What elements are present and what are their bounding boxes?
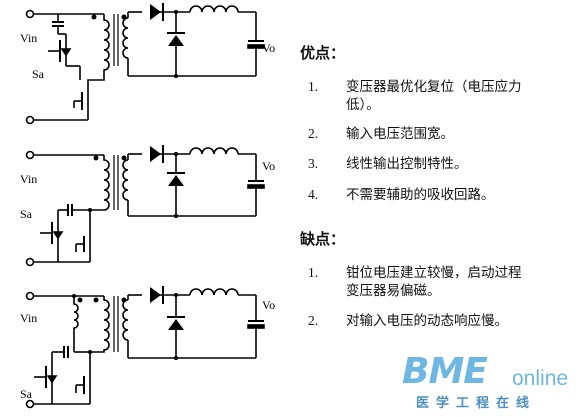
item-number: 3.: [308, 156, 319, 171]
dot-marker: [121, 14, 127, 20]
disadvantages-list: 1. 钳位电压建立较慢，启动过程 变压器易偏磁。 2. 对输入电压的动态响应慢。: [300, 264, 578, 330]
dot-marker: [88, 208, 92, 212]
dot-marker: [93, 297, 99, 303]
circuit-3-diodes: [149, 285, 186, 331]
vo-label: Vo: [262, 41, 275, 55]
logo-suffix: online: [512, 367, 569, 390]
sa-label: Sa: [32, 67, 45, 81]
dot-marker: [174, 152, 178, 156]
item-text: 对输入电压的动态响应慢。: [346, 313, 508, 329]
dot-marker: [121, 155, 127, 161]
list-item: 2. 输入电压范围宽。: [300, 125, 578, 143]
vo-label: Vo: [262, 298, 275, 312]
advantages-title: 优点：: [300, 44, 346, 62]
dot-marker: [93, 155, 99, 161]
list-item: 1. 钳位电压建立较慢，启动过程 变压器易偏磁。: [300, 264, 578, 300]
features-panel: 优点： 1. 变压器最优化复位（电压应力 低）。 2. 输入电压范围宽。 3. …: [300, 44, 578, 330]
circuit-2: [25, 147, 265, 267]
dot-marker: [88, 350, 92, 354]
item-number: 1.: [308, 79, 319, 94]
disadvantages-title: 缺点：: [300, 230, 346, 248]
sa-label: Sa: [20, 387, 33, 401]
logo-subtitle: 医学工程在线: [416, 396, 537, 411]
item-text: 变压器最优化复位（电压应力: [346, 79, 522, 95]
dot-marker: [72, 294, 76, 298]
list-item: 4. 不需要辅助的吸收回路。: [300, 186, 578, 204]
vin-label: Vin: [20, 311, 37, 325]
dot-marker: [174, 356, 178, 360]
logo-brand: BME: [402, 351, 488, 392]
circuit-1-diodes: [149, 2, 186, 47]
item-text: 变压器易偏磁。: [346, 283, 441, 299]
circuit-1: [25, 5, 265, 125]
vin-label: Vin: [20, 31, 37, 45]
list-item: 1. 变压器最优化复位（电压应力 低）。: [300, 78, 578, 114]
item-number: 2.: [308, 313, 319, 328]
item-text: 输入电压范围宽。: [346, 126, 454, 142]
dot-marker: [77, 297, 83, 303]
item-text: 钳位电压建立较慢，启动过程: [346, 265, 522, 281]
bme-online-watermark-logo: BME online 医学工程在线: [402, 352, 580, 416]
item-number: 1.: [308, 265, 319, 280]
item-text: 低）。: [346, 97, 380, 113]
dot-marker: [174, 10, 178, 14]
vin-label: Vin: [20, 172, 37, 186]
circuit-diagrams: Vin Sa Vo: [20, 2, 275, 409]
sa-label: Sa: [20, 207, 33, 221]
dot-marker: [174, 293, 178, 297]
item-text: 不需要辅助的吸收回路。: [346, 187, 495, 203]
item-number: 2.: [308, 126, 319, 141]
list-item: 2. 对输入电压的动态响应慢。: [300, 312, 578, 330]
vo-label: Vo: [262, 159, 275, 173]
dot-marker: [91, 14, 97, 20]
item-number: 4.: [308, 187, 319, 202]
dot-marker: [121, 297, 127, 303]
dot-marker: [174, 214, 178, 218]
list-item: 3. 线性输出控制特性。: [300, 155, 578, 173]
item-text: 线性输出控制特性。: [346, 156, 468, 172]
advantages-list: 1. 变压器最优化复位（电压应力 低）。 2. 输入电压范围宽。 3. 线性输出…: [300, 78, 578, 204]
circuit-2-diodes: [149, 144, 186, 187]
circuit-3: [25, 288, 265, 409]
dot-marker: [174, 74, 178, 78]
